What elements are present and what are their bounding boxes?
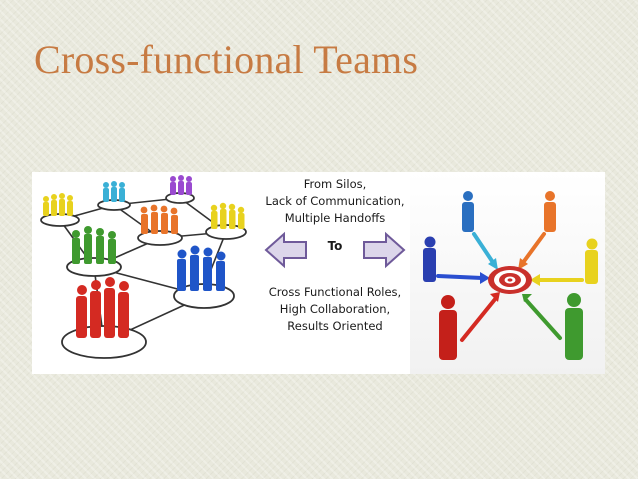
convergence-arrows — [436, 232, 584, 342]
to-label: To — [327, 239, 343, 253]
from-line: Lack of Communication, — [265, 194, 405, 208]
from-statement: From Silos, Lack of Communication, Multi… — [260, 176, 410, 227]
person-figures — [423, 191, 598, 360]
result-line: Results Oriented — [287, 319, 383, 333]
blue-team-figures — [177, 245, 226, 291]
collaboration-target-illustration — [410, 172, 605, 374]
slide-title: Cross-functional Teams — [34, 37, 419, 82]
team-network-illustration — [40, 175, 247, 359]
yellow-team-figures — [43, 193, 73, 216]
bullseye-icon — [488, 266, 532, 294]
right-arrow-icon — [363, 231, 406, 269]
transition-arrows — [264, 231, 406, 269]
purple-team-figures — [170, 175, 192, 195]
result-statement: Cross Functional Roles, High Collaborati… — [260, 284, 410, 335]
orange-team-figures — [140, 204, 178, 234]
silos-to-teams-illustration: From Silos, Lack of Communication, Multi… — [32, 172, 605, 374]
cyan-team-figures — [103, 181, 125, 202]
transition-message: From Silos, Lack of Communication, Multi… — [260, 172, 410, 374]
red-team-figures — [76, 277, 129, 338]
yellow-right-team-figures — [210, 202, 245, 229]
result-line: High Collaboration, — [279, 302, 391, 316]
green-team-figures — [72, 226, 116, 264]
from-line: Multiple Handoffs — [284, 211, 386, 225]
result-line: Cross Functional Roles, — [268, 285, 402, 299]
arrow-heads — [480, 258, 540, 302]
left-arrow-icon — [264, 231, 307, 269]
from-line: From Silos, — [303, 177, 367, 191]
